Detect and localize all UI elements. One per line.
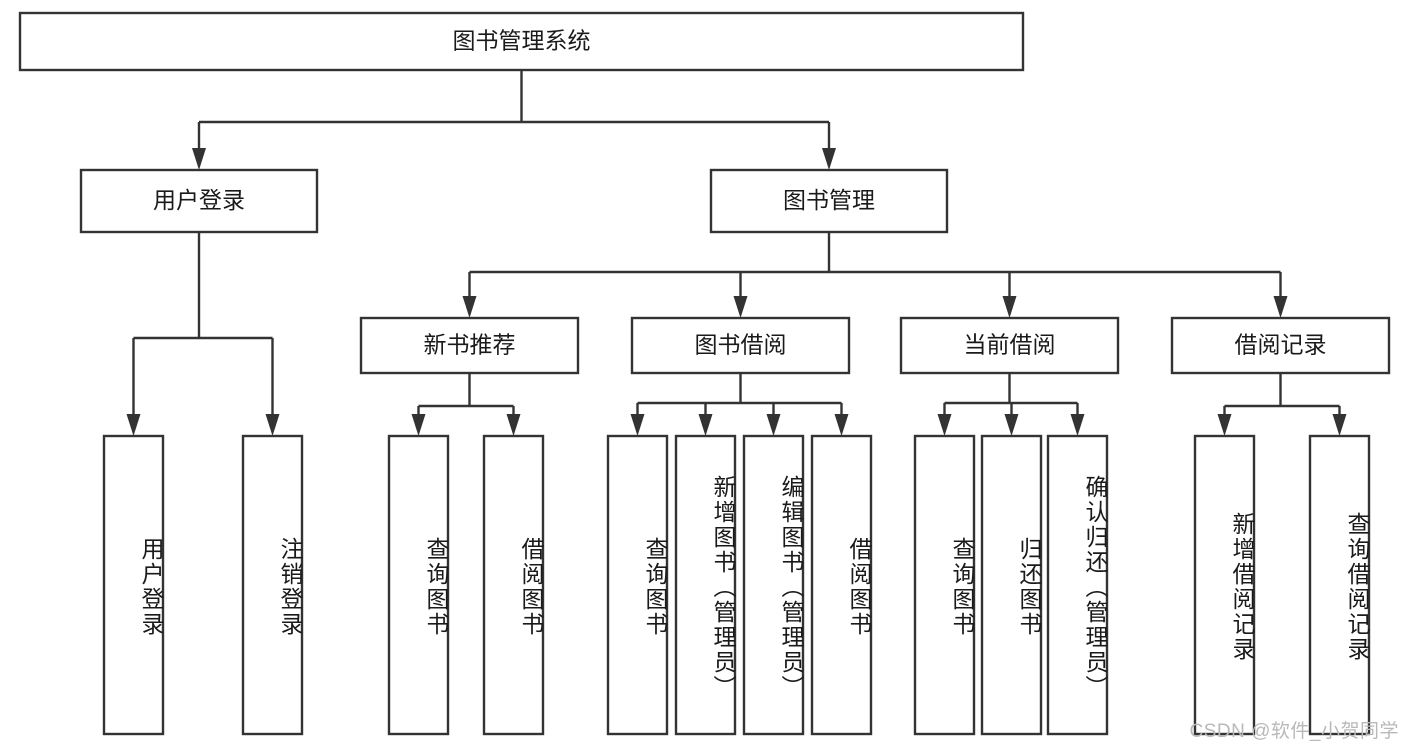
node-leaf-return-book[interactable]: [980, 434, 1043, 736]
node-leaf-query-record[interactable]: [1308, 434, 1371, 736]
arrow-head-icon: [1217, 414, 1232, 436]
node-borrow-record-label: 借阅记录: [1235, 332, 1327, 358]
node-leaf-borrow-book-2[interactable]: [810, 434, 873, 736]
arrow-head-icon: [698, 414, 713, 436]
node-book-borrow-label: 图书借阅: [695, 332, 787, 358]
node-user-login[interactable]: [79, 168, 319, 234]
node-book-manage-label: 图书管理: [783, 187, 875, 213]
node-root-label: 图书管理系统: [453, 28, 591, 54]
node-leaf-confirm-return[interactable]: [1046, 434, 1109, 736]
connector-layer: [126, 70, 1347, 436]
node-leaf-borrow-book-1[interactable]: [482, 434, 545, 736]
arrow-head-icon: [1273, 296, 1288, 318]
watermark-text: CSDN @软件_小贺同学: [1189, 721, 1399, 742]
node-new-book-recommend[interactable]: [359, 316, 580, 375]
arrow-head-icon: [1002, 296, 1017, 318]
arrow-head-icon: [126, 414, 141, 436]
node-book-borrow[interactable]: [630, 316, 851, 375]
arrow-head-icon: [192, 148, 206, 170]
arrow-head-icon: [937, 414, 952, 436]
node-new-book-recommend-label: 新书推荐: [424, 332, 516, 358]
arrow-head-icon: [733, 296, 748, 318]
node-leaf-add-book[interactable]: [674, 434, 737, 736]
arrow-head-icon: [630, 414, 645, 436]
node-leaf-logout[interactable]: [241, 434, 304, 736]
node-root[interactable]: [18, 11, 1025, 72]
node-leaf-query-book-2[interactable]: [606, 434, 669, 736]
arrow-head-icon: [1332, 414, 1347, 436]
node-leaf-query-book-3[interactable]: [913, 434, 976, 736]
arrow-head-icon: [411, 414, 426, 436]
arrow-head-icon: [462, 296, 477, 318]
node-borrow-record[interactable]: [1170, 316, 1391, 375]
arrow-head-icon: [834, 414, 849, 436]
node-book-manage[interactable]: [709, 168, 949, 234]
node-current-borrow-label: 当前借阅: [964, 332, 1056, 358]
node-current-borrow[interactable]: [899, 316, 1120, 375]
node-leaf-add-record[interactable]: [1193, 434, 1256, 736]
node-leaf-query-book-1[interactable]: [387, 434, 450, 736]
node-leaf-edit-book[interactable]: [742, 434, 805, 736]
arrow-head-icon: [822, 148, 836, 170]
arrow-head-icon: [1070, 414, 1085, 436]
node-box-layer: [18, 11, 1391, 736]
arrow-head-icon: [1004, 414, 1019, 436]
node-leaf-user-login[interactable]: [102, 434, 165, 736]
arrow-head-icon: [506, 414, 521, 436]
arrow-head-icon: [766, 414, 781, 436]
node-user-login-label: 用户登录: [153, 187, 245, 213]
arrow-head-icon: [265, 414, 280, 436]
